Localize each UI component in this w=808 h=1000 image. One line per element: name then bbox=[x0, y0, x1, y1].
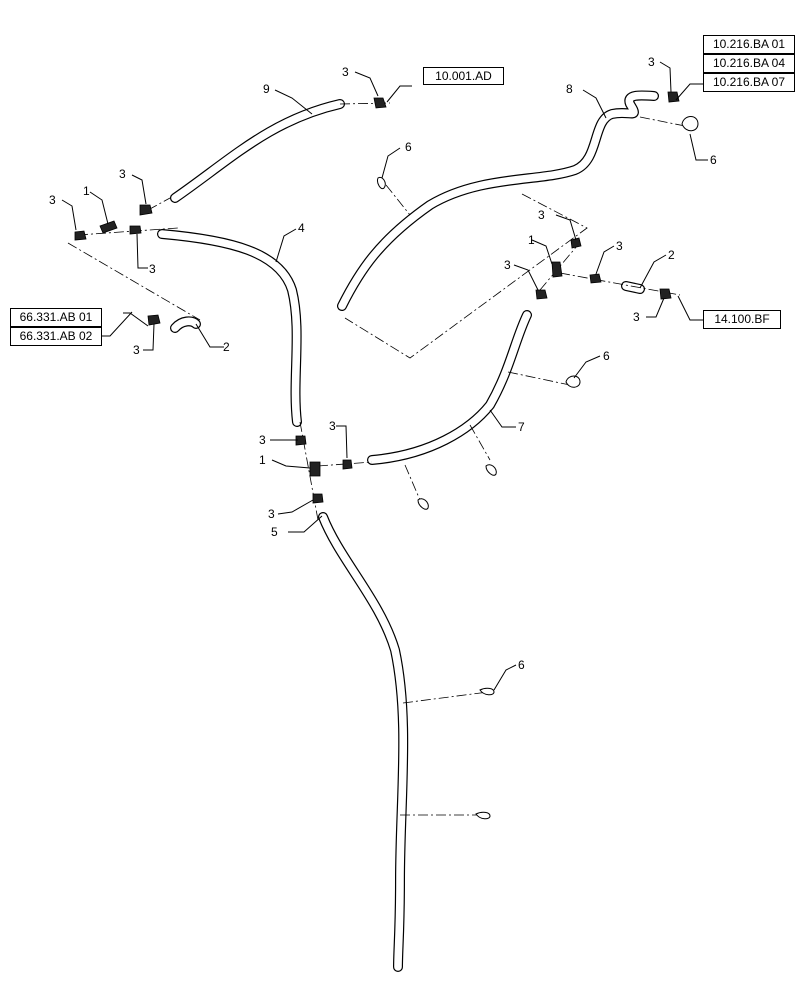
hose-2-left bbox=[170, 316, 201, 333]
hose-2-right bbox=[621, 281, 645, 294]
clamp-3-right-lower bbox=[535, 289, 548, 300]
callout-numbers: 9 3 1 3 3 3 2 3 4 6 8 3 6 3 1 3 3 2 3 6 … bbox=[49, 55, 717, 672]
reference-66-331-AB-02[interactable]: 66.331.AB 02 bbox=[10, 327, 102, 346]
callout-3-right-middle: 3 bbox=[616, 239, 623, 253]
clamp-3-top-middle bbox=[373, 97, 387, 109]
reference-10-001-AD[interactable]: 10.001.AD bbox=[423, 67, 504, 85]
clamp-3-left-top bbox=[139, 204, 153, 216]
clamp-3-right-middle bbox=[589, 273, 602, 284]
clamp-3-left-lower bbox=[129, 225, 142, 235]
tie-strap-6-top-right bbox=[681, 116, 699, 132]
callout-7: 7 bbox=[518, 420, 525, 434]
callout-3-center-top: 3 bbox=[259, 433, 266, 447]
callout-3-bottom-left: 3 bbox=[133, 343, 140, 357]
tee-fitting-1-right bbox=[551, 261, 563, 278]
reference-10-216-BA-07[interactable]: 10.216.BA 07 bbox=[703, 73, 795, 92]
callout-3-top-right: 3 bbox=[648, 55, 655, 69]
clamp-3-bottom-left bbox=[147, 314, 161, 326]
callout-3-right-far: 3 bbox=[633, 310, 640, 324]
callout-6-top-right: 6 bbox=[710, 153, 717, 167]
clamp-3-center-bottom bbox=[312, 493, 324, 504]
tie-strap-6-hose-7-lower bbox=[417, 498, 429, 510]
reference-14-100-BF[interactable]: 14.100.BF bbox=[703, 310, 781, 329]
clamp-3-center-right bbox=[342, 459, 353, 470]
hose-8 bbox=[337, 90, 659, 311]
callout-6-hose-5: 6 bbox=[518, 658, 525, 672]
hose-5 bbox=[318, 512, 409, 972]
tie-strap-6-left bbox=[377, 176, 386, 190]
clamp-3-center-top bbox=[295, 435, 307, 446]
callout-3-center-right: 3 bbox=[329, 419, 336, 433]
callout-3-left-top: 3 bbox=[119, 167, 126, 181]
callout-1-right: 1 bbox=[528, 233, 535, 247]
callout-5: 5 bbox=[271, 525, 278, 539]
clamp-3-top-right bbox=[667, 91, 680, 103]
callout-2-right: 2 bbox=[668, 248, 675, 262]
tee-fitting-1-left bbox=[99, 220, 118, 234]
hose-4 bbox=[157, 229, 302, 427]
clamp-3-left-outer bbox=[74, 230, 87, 241]
callout-3-left-lower: 3 bbox=[149, 262, 156, 276]
callout-6-hose-7: 6 bbox=[603, 349, 610, 363]
callout-6-left: 6 bbox=[405, 140, 412, 154]
tie-strap-6-hose-7-middle bbox=[485, 464, 497, 476]
reference-10-216-BA-04[interactable]: 10.216.BA 04 bbox=[703, 54, 795, 73]
tie-strap-6-hose-7-upper bbox=[565, 375, 581, 388]
callout-3-left-outer: 3 bbox=[49, 193, 56, 207]
tie-strap-6-hose-5-lower bbox=[475, 811, 491, 820]
callout-8: 8 bbox=[566, 82, 573, 96]
callout-2-left: 2 bbox=[223, 340, 230, 354]
callout-9: 9 bbox=[263, 82, 270, 96]
clamp-3-right-far bbox=[659, 288, 672, 300]
callout-3-right-top: 3 bbox=[538, 208, 545, 222]
leader-lines bbox=[61, 61, 708, 691]
clamp-3-right-top bbox=[570, 237, 582, 249]
callout-4: 4 bbox=[298, 221, 305, 235]
callout-3-center-bottom: 3 bbox=[268, 507, 275, 521]
callout-3-top-middle: 3 bbox=[342, 65, 349, 79]
tie-strap-6-hose-5-upper bbox=[479, 687, 495, 696]
hose-7 bbox=[367, 310, 532, 465]
callout-1-left: 1 bbox=[83, 184, 90, 198]
callout-1-center: 1 bbox=[259, 453, 266, 467]
reference-10-216-BA-01[interactable]: 10.216.BA 01 bbox=[703, 35, 795, 54]
reference-66-331-AB-01[interactable]: 66.331.AB 01 bbox=[10, 308, 102, 327]
tee-fitting-1-center bbox=[309, 461, 321, 477]
callout-3-right-lower: 3 bbox=[504, 258, 511, 272]
hose-9 bbox=[170, 99, 345, 203]
